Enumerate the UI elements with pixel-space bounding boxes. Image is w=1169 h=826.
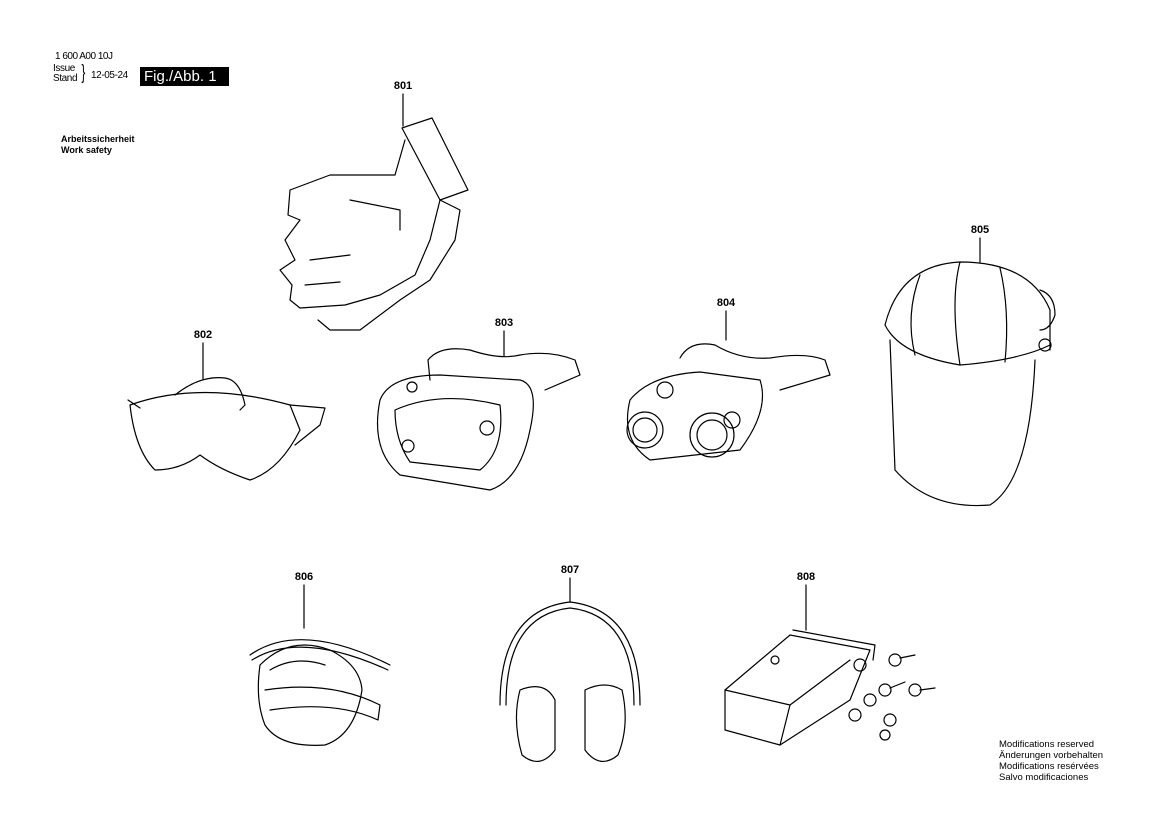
section-title-en: Work safety xyxy=(61,145,112,155)
modifications-notice: Modifications reserved Änderungen vorbeh… xyxy=(999,739,1103,783)
ear-muffs-icon[interactable] xyxy=(499,601,641,762)
notice-line-es: Salvo modificaciones xyxy=(999,772,1089,783)
stand-label: Stand xyxy=(53,73,78,84)
dust-mask-icon[interactable] xyxy=(249,639,391,746)
part-number-808[interactable]: 808 xyxy=(796,571,816,583)
brace: } xyxy=(81,62,86,84)
part-number-807[interactable]: 807 xyxy=(560,564,580,576)
notice-line-de: Änderungen vorbehalten xyxy=(999,750,1104,761)
goggles-icon[interactable] xyxy=(376,348,581,491)
face-shield-icon[interactable] xyxy=(884,261,1056,507)
issue-date: 12-05-24 xyxy=(91,70,128,81)
part-number-806[interactable]: 806 xyxy=(294,571,314,583)
safety-glasses-icon[interactable] xyxy=(127,377,326,481)
document-number: 1 600 A00 10J xyxy=(55,51,113,62)
issue-label: Issue xyxy=(53,63,75,74)
ear-plugs-icon[interactable] xyxy=(724,629,936,746)
notice-line-fr: Modifications resérvées xyxy=(999,761,1099,772)
part-number-801[interactable]: 801 xyxy=(393,80,413,92)
issue-stand-labels: Issue Stand xyxy=(53,63,78,84)
section-title-de: Arbeitssicherheit xyxy=(61,134,135,144)
gloves-icon[interactable] xyxy=(279,117,469,331)
part-number-804[interactable]: 804 xyxy=(716,297,736,309)
welding-goggles-icon[interactable] xyxy=(626,343,831,461)
notice-line-en: Modifications reserved xyxy=(999,739,1095,750)
part-number-802[interactable]: 802 xyxy=(193,329,213,341)
part-number-805[interactable]: 805 xyxy=(970,224,990,236)
leader-lines xyxy=(202,93,981,631)
part-number-803[interactable]: 803 xyxy=(494,317,514,329)
section-title: Arbeitssicherheit Work safety xyxy=(61,134,135,156)
figure-label: Fig./Abb. 1 xyxy=(140,67,229,86)
